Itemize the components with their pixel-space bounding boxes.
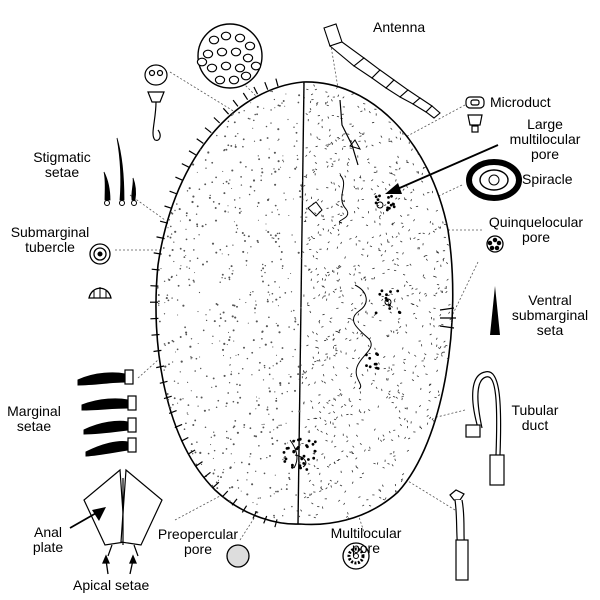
label-microduct: Microduct (490, 94, 551, 110)
cuticle-detail-figure (196, 23, 263, 89)
multilocular-pore-figure (342, 542, 370, 570)
submarginal-tubercle-figure (88, 243, 112, 299)
marginal-setae-figure (77, 369, 137, 457)
anal-plate-arrow (69, 507, 106, 529)
spiracle-figure (466, 159, 522, 201)
label-preopercular-pore: Preopercular pore (157, 526, 239, 557)
label-stigmatic-setae: Stigmatic setae (33, 149, 91, 180)
multilocular-pore-clusters (282, 194, 402, 471)
preopercular-pore-figure (226, 544, 250, 568)
tubular-duct-figure (465, 371, 505, 486)
internal-structures (289, 99, 392, 469)
label-antenna: Antenna (373, 19, 426, 35)
stigmatic-setae-figure (103, 137, 137, 206)
antenna-figure (323, 23, 441, 119)
label-quinquelocular-pore: Quinquelocular pore (488, 214, 584, 245)
label-apical-setae: Apical setae (73, 577, 150, 593)
label-anal-plate: Anal plate (32, 524, 64, 555)
label-marginal-setae: Marginal setae (7, 403, 61, 434)
pore-arrow (385, 144, 499, 194)
label-spiracle: Spiracle (522, 171, 573, 187)
body-midline (297, 81, 305, 525)
microduct-figure (465, 96, 485, 133)
marginal-setae-row (150, 78, 279, 528)
label-large-multilocular-pore: Large multilocular pore (509, 116, 581, 162)
quinquelocular-pore-figure (486, 235, 504, 253)
body-outline (155, 81, 454, 526)
label-submarginal-tubercle: Submarginal tubercle (10, 224, 90, 255)
label-tubular-duct: Tubular duct (511, 402, 559, 433)
long-duct-figure (449, 489, 469, 581)
label-multilocular-pore: Multilocular pore (330, 525, 402, 556)
apical-setae-arrows (102, 554, 137, 575)
ventral-submarginal-seta-figure (439, 286, 500, 335)
dorsal-pore-figure (144, 64, 168, 141)
label-ventral-submarginal-seta: Ventral submarginal seta (511, 292, 589, 338)
